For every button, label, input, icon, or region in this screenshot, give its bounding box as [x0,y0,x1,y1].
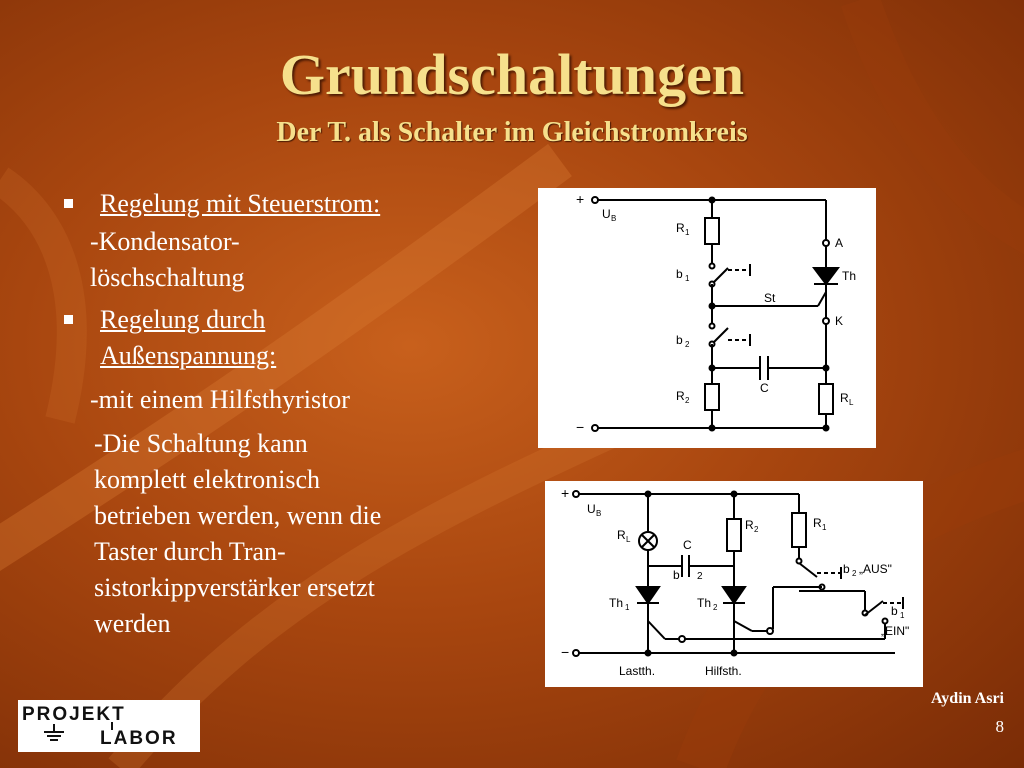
label-b1: b [676,267,683,281]
ground-symbol-icon [44,724,64,741]
label-r2: R [676,389,685,403]
label-minus: − [576,419,584,435]
label-th2-sub: 2 [713,603,718,612]
slide-title: Grundschaltungen [279,42,745,107]
label-rl-sub: L [626,535,631,544]
label-th2: Th [697,596,711,610]
label-b1-sub: 1 [685,274,690,283]
bullet-text: Regelung durch [100,305,266,334]
sub-text: Taster durch Tran- [94,537,286,566]
bullet-item-2: Regelung durch Außenspannung: [60,302,500,374]
label-r2: R [745,518,754,532]
label-ub-sub: B [611,214,616,223]
sub-text: sistorkippverstärker ersetzt [94,573,375,602]
label-th1-sub: 1 [625,603,630,612]
page-number: 8 [995,717,1005,736]
sub-text: werden [94,609,171,638]
label-st: St [764,291,776,305]
label-b2-sub: 2 [685,340,690,349]
sub-text: betrieben werden, wenn die [94,501,382,530]
label-rl-sub: L [849,398,854,407]
label-th: Th [842,269,856,283]
label-b1-ein-sub: 1 [900,611,905,620]
bullet-content: Regelung mit Steuerstrom: -Kondensator- … [60,186,500,642]
label-ub: U [602,207,611,221]
label-c: C [683,538,692,552]
label-plus: + [576,191,584,207]
bullet-text: Regelung mit Steuerstrom: [100,189,381,218]
label-r1-sub: 1 [685,228,690,237]
label-lastth: Lastth. [619,664,655,678]
label-hilfsth: Hilfsth. [705,664,742,678]
bullet-text: Außenspannung: [100,341,277,370]
label-ein: „EIN" [881,624,909,638]
label-k: K [835,314,843,328]
label-plus: + [561,485,569,501]
label-minus: − [561,644,569,660]
sub-item-1: -Kondensator- löschschaltung [60,224,500,296]
label-c: C [760,381,769,395]
label-aus: „AUS" [859,562,892,576]
label-b2-aus-sub: 2 [852,569,857,578]
bullet-square-icon [64,199,73,208]
projekt-labor-logo: PROJEKT LABOR [18,700,200,752]
circuit-diagram-capacitor-quenching: + − U B R 1 b 1 St b 2 C R 2 A Th K R L [538,188,876,448]
sub-item-2: -mit einem Hilfsthyristor [60,382,500,418]
label-r2-sub: 2 [754,525,759,534]
label-r1: R [676,221,685,235]
sub-text: -Die Schaltung kann [94,429,308,458]
label-rl: R [840,391,849,405]
label-ub-sub: B [596,509,601,518]
label-a: A [835,236,843,250]
logo-text-bottom: LABOR [100,728,178,749]
label-rl: R [617,528,626,542]
label-th1: Th [609,596,623,610]
label-b-left: b [673,568,680,582]
label-ub: U [587,502,596,516]
label-r1-sub: 1 [822,523,827,532]
label-b1-ein: b [891,604,898,618]
bullet-item-1: Regelung mit Steuerstrom: [60,186,500,222]
sub-text: komplett elektronisch [94,465,321,494]
slide-subtitle: Der T. als Schalter im Gleichstromkreis [276,117,748,148]
author-name: Aydin Asri [930,690,1004,707]
sub-text: -mit einem Hilfsthyristor [90,385,350,414]
label-b2: b [676,333,683,347]
label-b2-aus: b [843,562,850,576]
logo-text-top: PROJEKT [22,704,126,725]
circuit-diagram-auxiliary-thyristor: + − U B R L C b 2 R 2 R 1 b 2 „AUS" Th 1… [545,481,923,687]
sub-text: -Kondensator- [90,227,240,256]
sub-item-3: -Die Schaltung kann komplett elektronisc… [60,426,500,642]
label-r1: R [813,516,822,530]
label-r2-sub: 2 [685,396,690,405]
label-b-sub: 2 [697,571,703,582]
sub-text: löschschaltung [90,263,245,292]
bullet-square-icon [64,315,73,324]
